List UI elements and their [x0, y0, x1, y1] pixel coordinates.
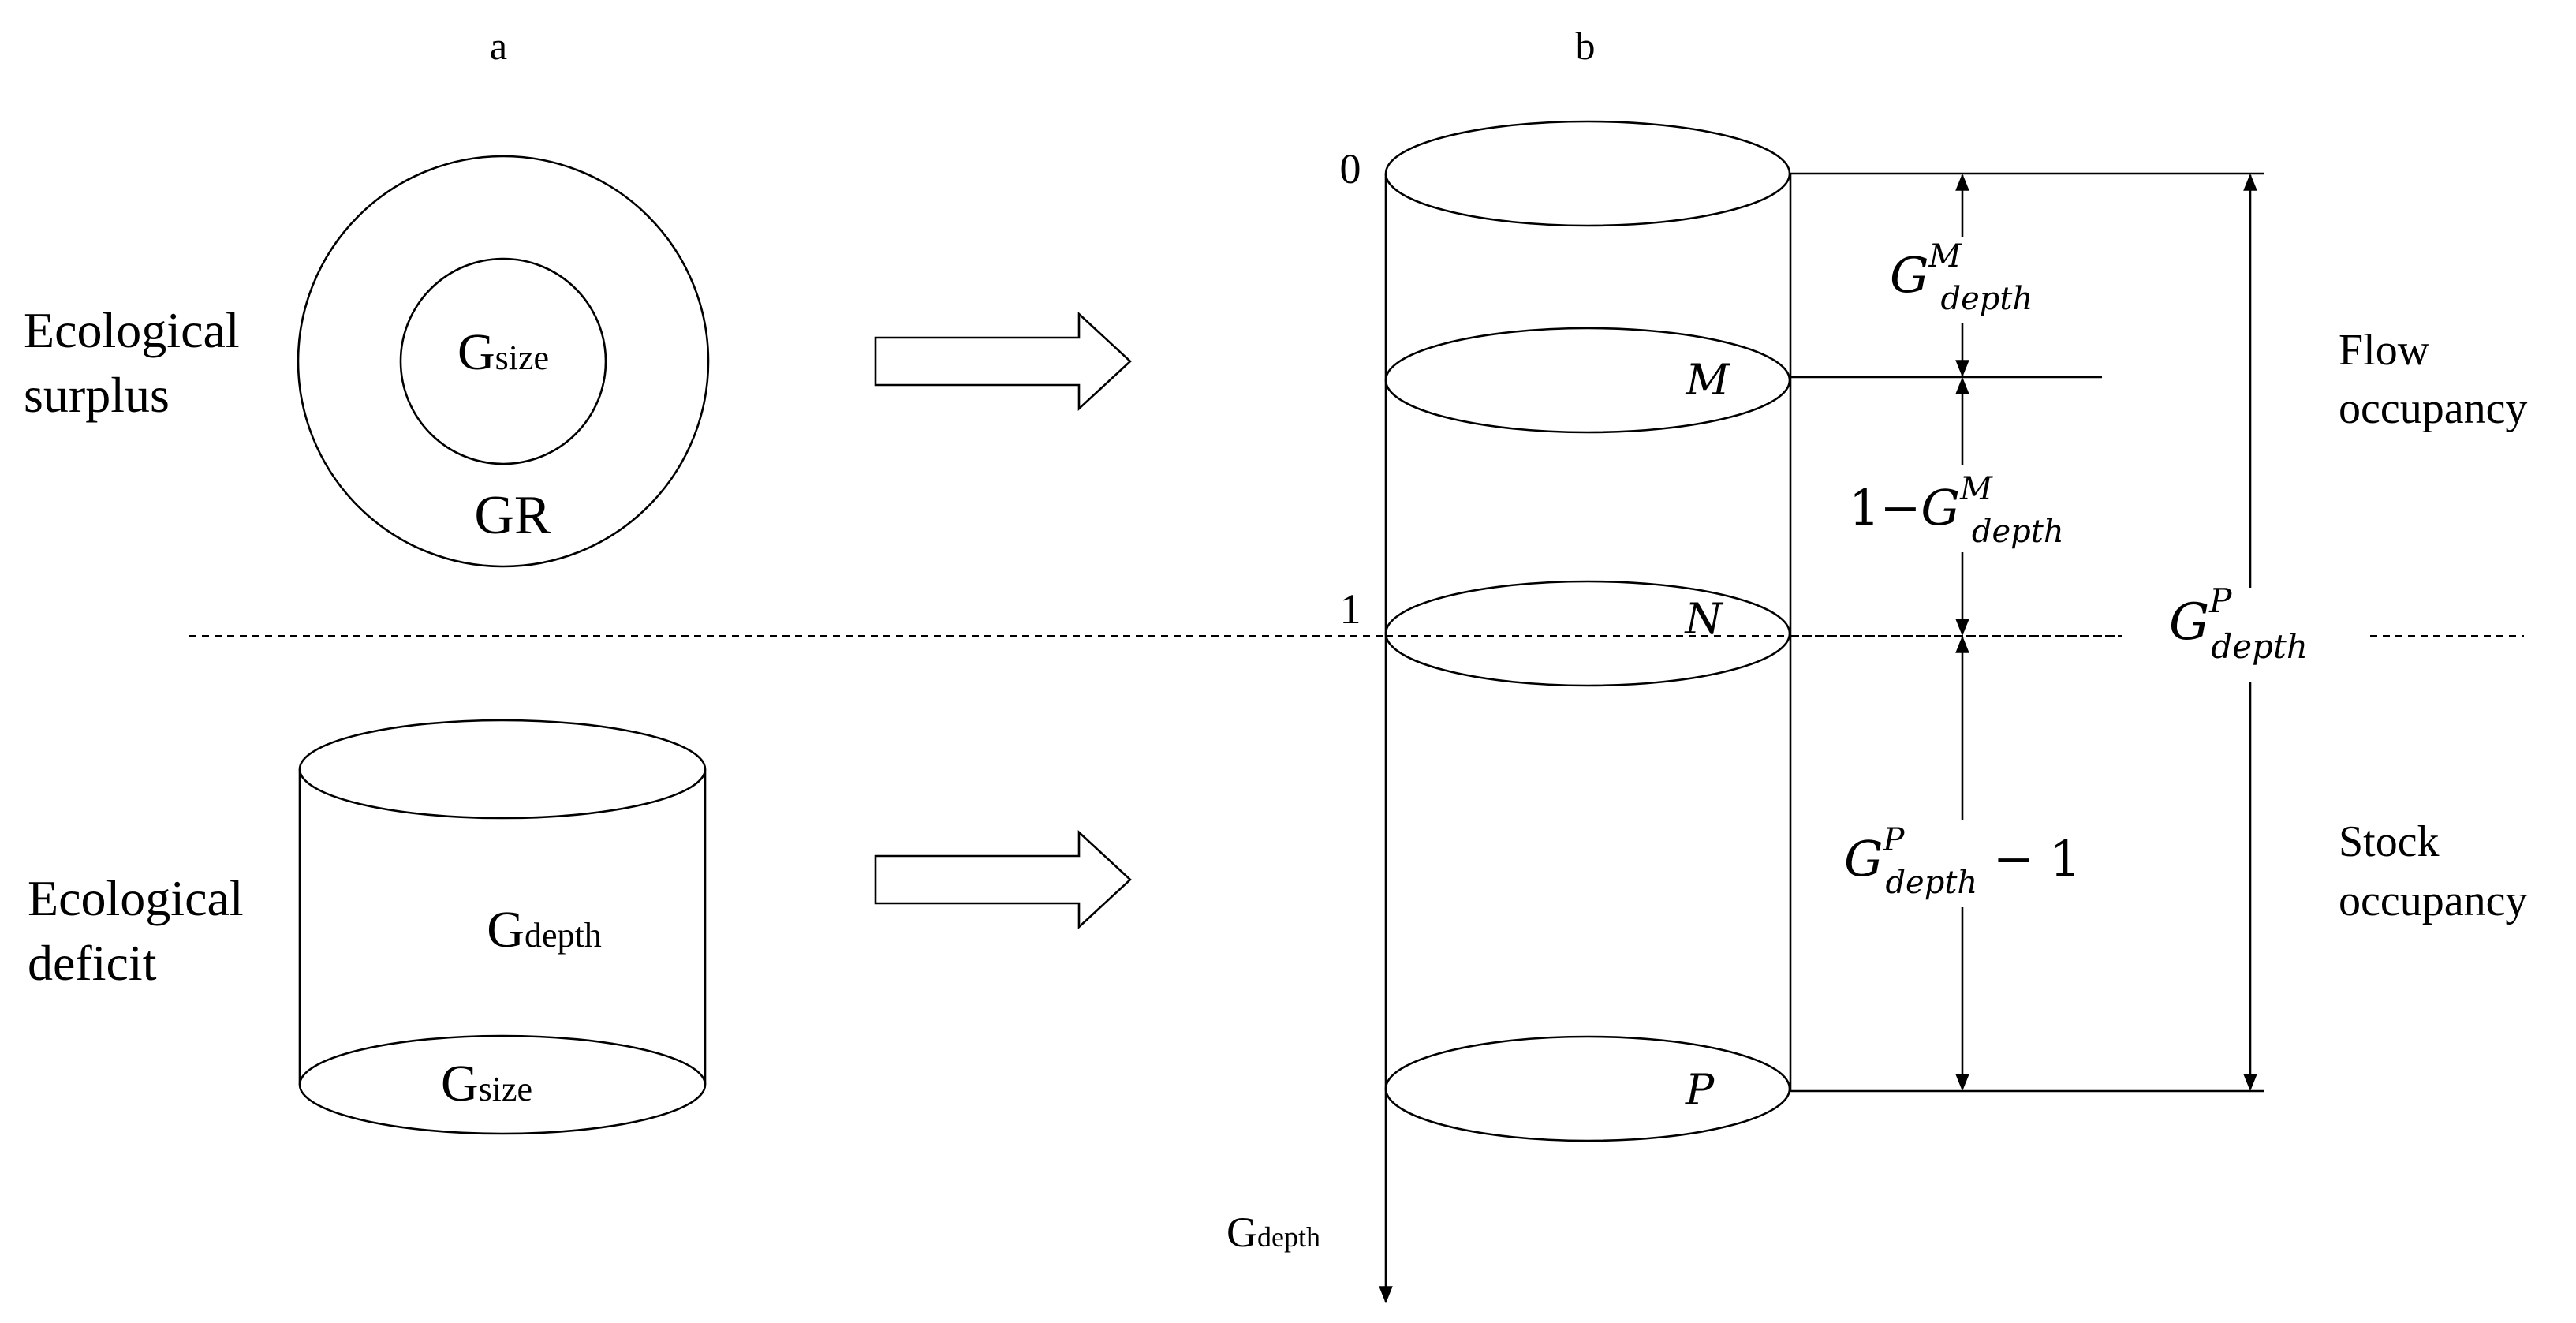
- flow-occupancy-line1: Flow: [2339, 326, 2430, 375]
- panel-a-label: a: [490, 24, 507, 68]
- depth-cylinder: [1379, 120, 1792, 1304]
- gp-total-label-bg: [2165, 588, 2335, 682]
- level-p-label: P: [1685, 1065, 1715, 1115]
- axis-tick-0: 0: [1340, 145, 1361, 192]
- axis-tick-1: 1: [1340, 585, 1361, 633]
- surplus-label-line1: Ecological: [24, 302, 240, 358]
- deficit-gdepth-label: Gdepth: [487, 901, 601, 959]
- deficit-label-line1: Ecological: [28, 870, 244, 926]
- deficit-cylinder-top: [298, 719, 707, 820]
- deficit-gsize-label: Gsize: [441, 1055, 532, 1112]
- level-m-label: M: [1685, 355, 1730, 405]
- level-p-ellipse: [1384, 1035, 1791, 1142]
- gsize-inner-circle: [399, 257, 607, 465]
- surplus-group: Ecological surplus Gsize GR: [24, 155, 710, 568]
- surplus-gsize-label: Gsize: [457, 323, 549, 381]
- stock-occupancy-line2: occupancy: [2339, 876, 2527, 925]
- deficit-group: Ecological deficit Gdepth Gsize: [28, 719, 707, 1135]
- flow-occupancy-line2: occupancy: [2339, 384, 2527, 433]
- deficit-hollow-arrow: [874, 830, 1132, 929]
- surplus-hollow-arrow: [874, 312, 1132, 411]
- deficit-cylinder-base: [298, 1034, 707, 1135]
- gdepth-axis-label: Gdepth: [1226, 1209, 1320, 1256]
- gr-outer-circle: [297, 155, 710, 568]
- one-minus-label-bg: [1846, 465, 2059, 552]
- panel-b-label: b: [1576, 24, 1596, 68]
- level-n-ellipse: [1384, 580, 1791, 687]
- deficit-label-line2: deficit: [28, 935, 157, 991]
- gm-label-bg: [1885, 237, 2043, 323]
- surplus-label-line2: surplus: [24, 367, 170, 423]
- level-0-ellipse: [1384, 120, 1791, 227]
- gr-label: GR: [474, 485, 551, 546]
- gp-minus-one-label-bg: [1842, 820, 2078, 907]
- stock-occupancy-line1: Stock: [2339, 817, 2440, 866]
- level-n-label: N: [1683, 594, 1723, 644]
